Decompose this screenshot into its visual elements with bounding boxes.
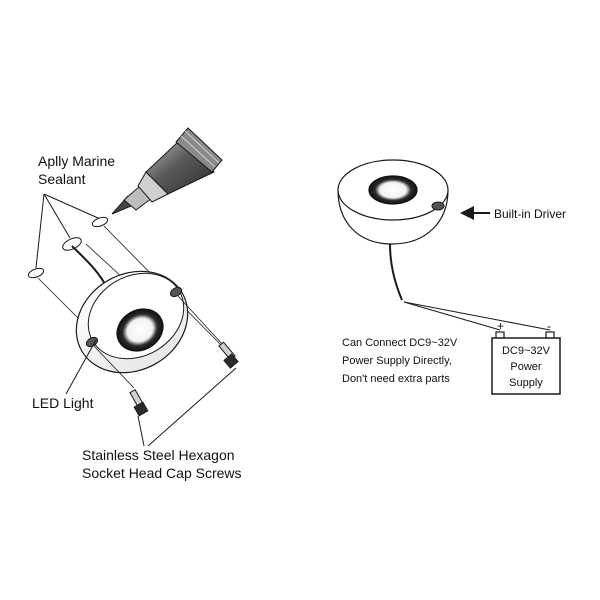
led-leader-line — [65, 339, 97, 395]
power-supply-label-line2: Power — [510, 361, 542, 373]
screws-leader-lines — [137, 367, 237, 447]
sealant-leader-lines — [35, 193, 99, 269]
power-supply-label-line1: DC9~32V — [502, 345, 551, 357]
screws-label-line1: Stainless Steel Hexagon — [82, 447, 235, 463]
cap-screw-icon — [129, 389, 149, 417]
connect-note-line1: Can Connect DC9~32V — [342, 337, 458, 349]
sealant-hole-right — [91, 216, 109, 228]
connect-note-line2: Power Supply Directly, — [342, 355, 452, 367]
sealant-label-line1: Aplly Marine — [38, 153, 115, 169]
led-light-icon — [337, 159, 449, 245]
sealant-label-line2: Sealant — [38, 171, 86, 187]
sealant-tube-icon — [111, 127, 223, 215]
sealant-hole-wire — [62, 237, 82, 251]
cap-screw-icon — [218, 341, 239, 369]
minus-terminal-label: - — [547, 319, 551, 333]
power-wire — [389, 243, 403, 301]
built-in-driver-label: Built-in Driver — [494, 207, 566, 221]
led-light-icon — [75, 270, 189, 374]
battery-icon — [491, 331, 561, 395]
screw-guide-lines — [93, 295, 225, 389]
screws-label-line2: Socket Head Cap Screws — [82, 465, 242, 481]
arrow-left-icon — [460, 206, 490, 220]
led-light-label: LED Light — [32, 395, 94, 411]
sealant-hole-left — [27, 267, 45, 279]
plus-terminal-label: + — [497, 319, 504, 333]
terminal-wires — [403, 301, 551, 331]
power-supply-label-line3: Supply — [509, 377, 543, 389]
connect-note-line3: Don't need extra parts — [342, 373, 450, 385]
